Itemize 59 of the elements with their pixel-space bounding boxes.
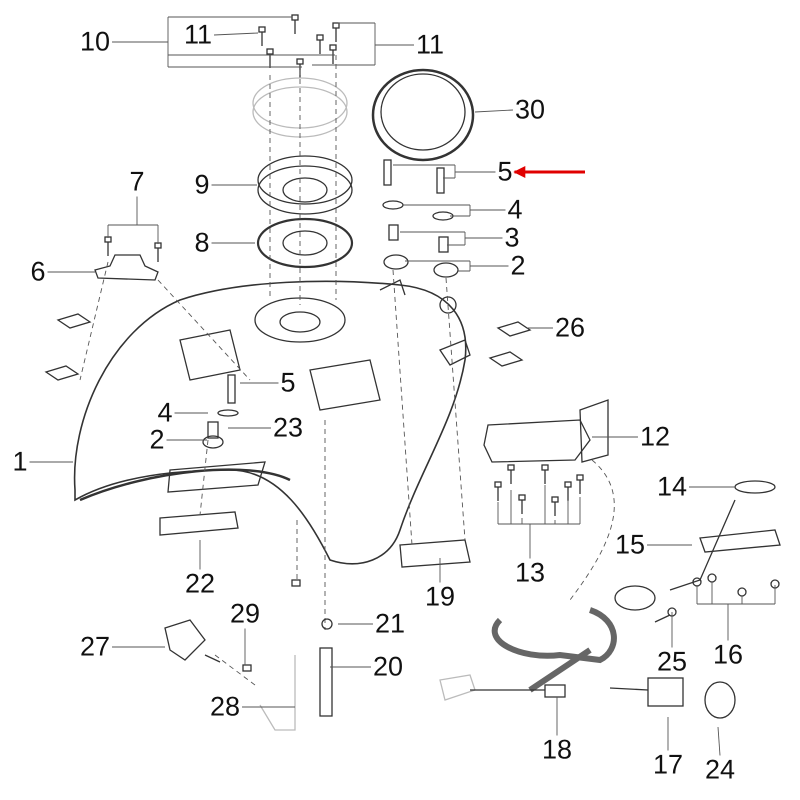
callout-number: 9 [192, 170, 212, 200]
callout-number: 25 [654, 648, 690, 676]
callout-number: 14 [654, 472, 690, 502]
leader-line [688, 486, 736, 488]
callout-number: 19 [422, 582, 458, 612]
callout-number: 5 [495, 158, 515, 186]
callout-number: 23 [270, 414, 306, 442]
leader-line [330, 666, 372, 668]
leader-line [312, 22, 414, 66]
callout-number: 5 [278, 368, 298, 398]
leader-line [696, 582, 776, 641]
callout-number: 21 [372, 610, 408, 638]
callout-number: 29 [228, 600, 262, 628]
leader-line [592, 436, 638, 438]
callout-number: 15 [612, 530, 648, 560]
callout-number: 27 [78, 632, 112, 662]
callout-number: 4 [505, 196, 525, 224]
callout-number: 26 [552, 314, 588, 342]
leader-line [108, 196, 158, 244]
callout-number: 7 [127, 168, 147, 196]
callout-number: 16 [710, 640, 746, 670]
callout-number: 30 [512, 96, 548, 124]
callout-number: 20 [370, 652, 406, 682]
callout-number: 10 [78, 28, 112, 56]
callout-number: 8 [192, 228, 212, 258]
leader-line [214, 32, 258, 36]
callout-number: 11 [182, 20, 214, 50]
leader-line [211, 242, 256, 244]
callout-number: 2 [508, 252, 528, 280]
arrow [513, 166, 585, 178]
callout-number: 12 [638, 422, 672, 452]
leader-line [474, 110, 514, 112]
leader-line [646, 544, 692, 546]
leader-line [556, 696, 558, 736]
leader-line [112, 16, 336, 68]
leader-line [112, 646, 166, 648]
callout-number: 18 [540, 736, 574, 764]
callout-number: 17 [650, 750, 686, 780]
callout-number: 28 [208, 692, 242, 722]
leader-line [498, 484, 580, 559]
callout-number: 2 [147, 426, 167, 454]
callout-number: 1 [10, 448, 30, 476]
callout-number: 24 [702, 756, 738, 784]
leader-line [240, 382, 279, 384]
callout-number: 13 [512, 558, 548, 588]
leader-line [718, 726, 720, 756]
callout-number: 11 [414, 30, 446, 60]
leader-line [211, 184, 258, 186]
leader-line [402, 204, 506, 216]
leader-line [404, 260, 509, 272]
callout-number: 6 [28, 258, 48, 286]
leader-line [174, 412, 208, 414]
callout-number: 22 [182, 570, 218, 598]
leader-line [400, 232, 503, 246]
callout-number: 4 [155, 398, 175, 428]
callout-number: 3 [502, 224, 522, 252]
leader-line [244, 628, 246, 666]
leader-line [242, 706, 296, 708]
leader-line [392, 164, 496, 178]
